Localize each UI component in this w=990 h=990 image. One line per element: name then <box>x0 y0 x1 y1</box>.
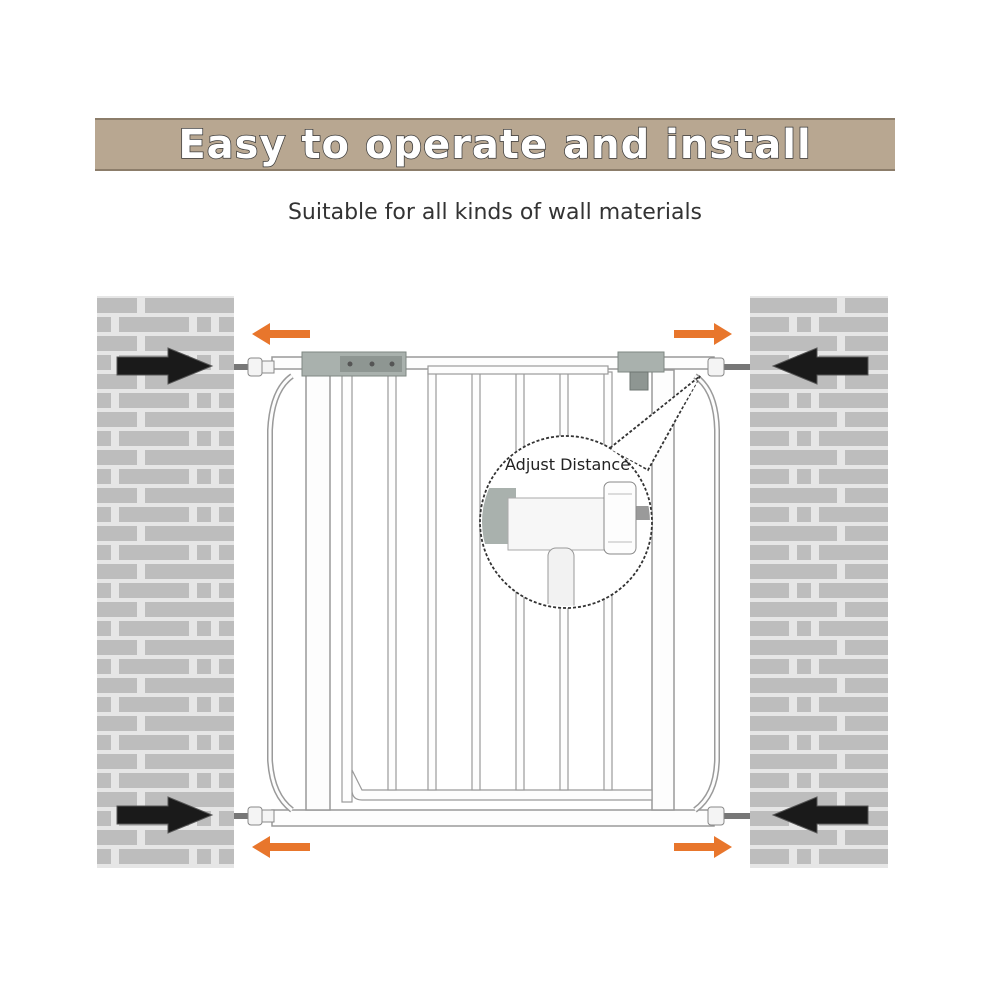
expand-arrow-icon <box>252 323 732 858</box>
title-banner: Easy to operate and install <box>95 118 895 171</box>
pressure-knob-icon <box>234 357 750 826</box>
banner-title: Easy to operate and install <box>178 121 812 169</box>
latch-bracket <box>301 351 407 377</box>
adjust-distance-callout: Adjust Distance <box>479 375 701 609</box>
hinge-bracket <box>617 351 665 391</box>
callout-label: Adjust Distance <box>505 455 630 474</box>
left-brick-wall <box>97 296 234 868</box>
subtitle: Suitable for all kinds of wall materials <box>287 200 703 225</box>
push-arrow-icon <box>116 347 869 834</box>
right-brick-wall <box>750 296 888 868</box>
